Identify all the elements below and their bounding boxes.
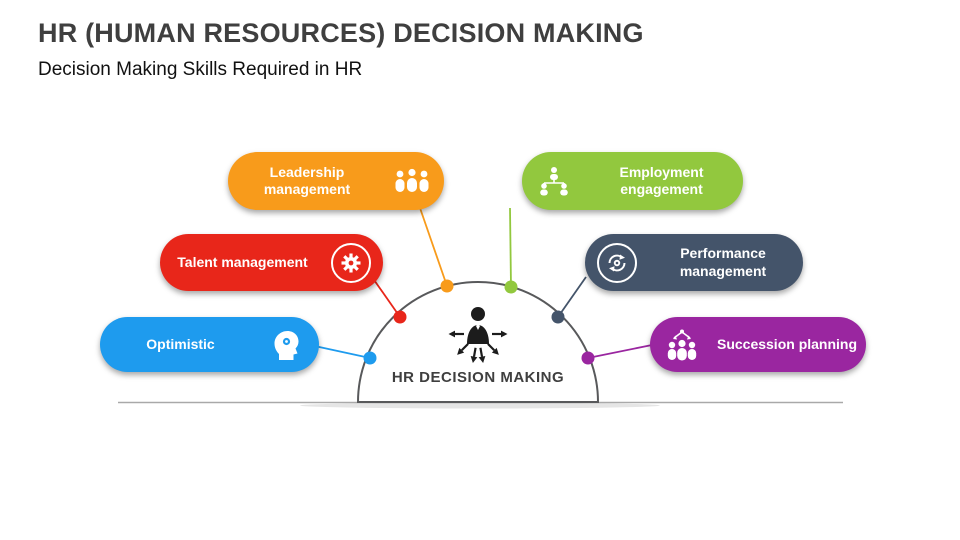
org-chart-icon	[528, 166, 580, 196]
center-label: HR DECISION MAKING	[392, 369, 564, 386]
pill-talent-management: Talent management	[160, 234, 383, 291]
team-icon	[386, 168, 438, 194]
node-dot-employment	[504, 280, 518, 294]
head-icon	[261, 329, 313, 361]
page-title: HR (HUMAN RESOURCES) DECISION MAKING	[38, 18, 644, 48]
succession-icon	[656, 329, 708, 361]
node-dot-leadership	[440, 279, 454, 293]
pill-label: Succession planning	[716, 335, 858, 352]
pill-label: Leadership management	[263, 163, 351, 198]
connector-leadership	[419, 207, 448, 287]
connector-succession	[587, 344, 653, 359]
gear-icon	[325, 242, 377, 283]
pill-leadership-management: Leadership management	[228, 152, 444, 210]
node-dot-succession	[581, 351, 595, 365]
connector-optimistic	[309, 344, 371, 359]
pill-label: Optimistic	[146, 335, 215, 352]
connector-employment	[509, 207, 512, 288]
decision-person-icon	[447, 307, 509, 365]
pill-label: Performance management	[679, 245, 767, 279]
pill-optimistic: Optimistic	[100, 317, 319, 372]
connector-performance	[557, 276, 587, 318]
cycle-gear-icon	[591, 242, 643, 283]
pill-performance-management: Performance management	[585, 234, 803, 291]
node-dot-optimistic	[363, 351, 377, 365]
connector-talent	[371, 276, 401, 318]
node-dot-talent	[393, 310, 407, 324]
pill-label: Talent management	[177, 253, 308, 270]
pill-succession-planning: Succession planning	[650, 317, 866, 372]
pill-label: Employment engagement	[619, 163, 704, 198]
page-subtitle: Decision Making Skills Required in HR	[38, 59, 363, 80]
node-dot-performance	[551, 310, 565, 324]
pill-employment-engagement: Employment engagement	[522, 152, 743, 210]
ground-shadow	[300, 402, 660, 409]
